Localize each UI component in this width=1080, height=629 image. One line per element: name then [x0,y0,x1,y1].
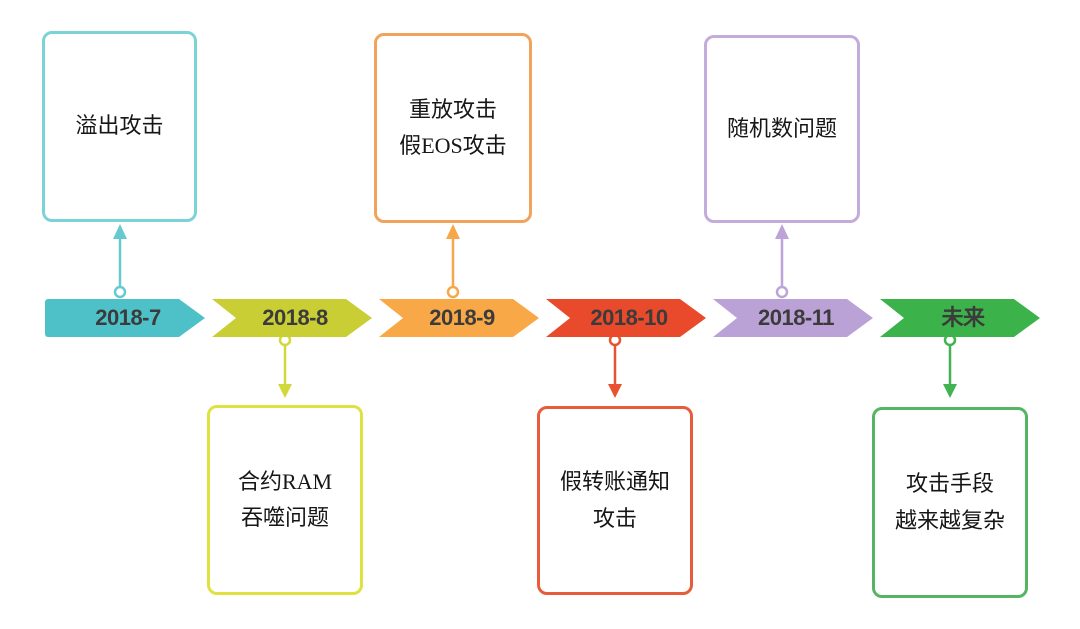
arrowhead-up-icon [446,224,460,239]
event-label: 合约RAM 吞噬问题 [237,468,333,530]
timeline-date-label: 2018-9 [429,305,495,330]
connector-dot-icon [775,285,789,299]
timeline-date-label: 2018-11 [757,305,835,330]
timeline-segment-2018-7: 2018-7 [45,299,205,337]
event-box-fake-transfer-notice: 假转账通知 攻击 [537,406,693,595]
event-box-future-complexity: 攻击手段 越来越复杂 [872,407,1028,598]
connector-2018-8 [278,333,292,398]
event-label: 溢出攻击 [75,113,164,139]
timeline-segment-2018-8: 2018-8 [212,299,372,337]
timeline-date-label: 2018-8 [262,305,328,330]
timeline-segment-2018-10: 2018-10 [546,299,706,337]
connector-2018-9 [446,224,460,299]
event-label: 攻击手段 越来越复杂 [894,471,1005,533]
arrowhead-up-icon [775,224,789,239]
timeline-segment-future: 未来 [880,299,1040,337]
event-box-replay-fake-eos: 重放攻击 假EOS攻击 [374,33,532,223]
connector-2018-7 [113,224,127,299]
connector-dot-icon [113,285,127,299]
arrowhead-down-icon [278,384,292,398]
timeline-date-label: 2018-10 [590,305,668,330]
event-box-ram-exhaustion: 合约RAM 吞噬问题 [207,405,363,595]
connector-future [943,333,957,398]
timeline-segment-2018-11: 2018-11 [713,299,873,337]
timeline-date-label: 2018-7 [95,305,161,330]
event-label: 重放攻击 假EOS攻击 [399,96,507,158]
arrowhead-down-icon [608,384,622,398]
event-box-random-number: 随机数问题 [704,35,860,223]
connector-2018-11 [775,224,789,299]
timeline-segment-2018-9: 2018-9 [379,299,539,337]
event-label: 随机数问题 [726,115,837,141]
timeline-date-label: 未来 [941,305,985,330]
connector-2018-10 [608,333,622,398]
event-label: 假转账通知 攻击 [559,469,670,531]
event-box-overflow-attack: 溢出攻击 [42,31,197,222]
connector-dot-icon [446,285,460,299]
arrowhead-up-icon [113,224,127,239]
arrowhead-down-icon [943,384,957,398]
